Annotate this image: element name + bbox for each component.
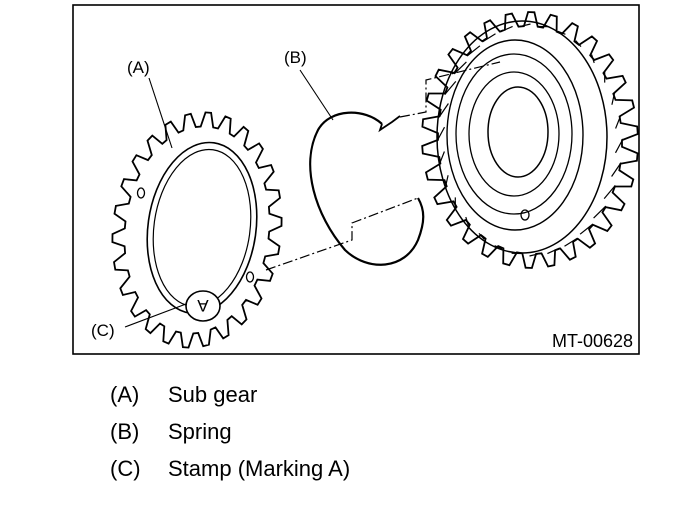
leader-lines — [124, 69, 334, 328]
helical-tooth-line — [529, 252, 541, 257]
helical-tooth-line — [482, 33, 496, 43]
stamp-marking: A — [185, 290, 221, 322]
helical-tooth-line — [500, 25, 513, 33]
callout-c: (C) — [91, 321, 115, 340]
helical-tooth-line — [603, 185, 616, 199]
helical-tooth-line — [444, 81, 457, 95]
callout-a: (A) — [127, 58, 150, 77]
sub-gear-hole-left — [136, 187, 146, 199]
callout-b: (B) — [284, 48, 307, 67]
legend-key: (B) — [110, 419, 140, 444]
stamp-letter: A — [197, 296, 209, 315]
helical-tooth-line — [466, 45, 481, 57]
helical-tooth-line — [557, 30, 566, 35]
main-gear-pin-hole — [520, 209, 530, 221]
helical-tooth-line — [478, 232, 485, 240]
sub-gear-hole-right — [245, 271, 255, 283]
helical-tooth-line — [444, 175, 449, 188]
legend-description: Spring — [168, 419, 232, 444]
helical-tooth-line — [575, 40, 582, 48]
legend-key: (A) — [110, 382, 140, 407]
legend-key: (C) — [110, 456, 141, 481]
helical-tooth-line — [436, 126, 446, 142]
helical-tooth-line — [593, 205, 607, 219]
helical-tooth-line — [453, 61, 467, 75]
figure-frame — [72, 4, 640, 355]
spring-hook — [378, 115, 401, 133]
sub-gear: A — [111, 111, 283, 349]
helical-tooth-line — [579, 223, 594, 235]
helical-tooth-line — [611, 92, 616, 105]
helical-tooth-line — [438, 103, 449, 118]
helical-tooth-line — [591, 54, 595, 64]
helical-tooth-line — [615, 114, 622, 129]
main-gear — [421, 11, 639, 269]
helical-tooth-line — [564, 237, 578, 247]
helical-tooth-line — [611, 162, 622, 177]
helical-tooth-line — [519, 23, 531, 28]
legend-description: Sub gear — [168, 382, 258, 407]
figure-id: MT-00628 — [552, 331, 633, 351]
legend-description: Stamp (Marking A) — [168, 456, 351, 481]
helical-tooth-line — [494, 245, 503, 250]
exploded-gear-diagram: A (A) (B) (C) MT-00628 — [72, 4, 640, 355]
spring — [309, 111, 425, 266]
helical-tooth-line — [547, 247, 560, 255]
alignment-lines — [265, 61, 501, 271]
helical-tooth-line — [614, 138, 624, 154]
helical-tooth-line — [438, 151, 445, 166]
helical-tooth-line — [465, 216, 469, 226]
